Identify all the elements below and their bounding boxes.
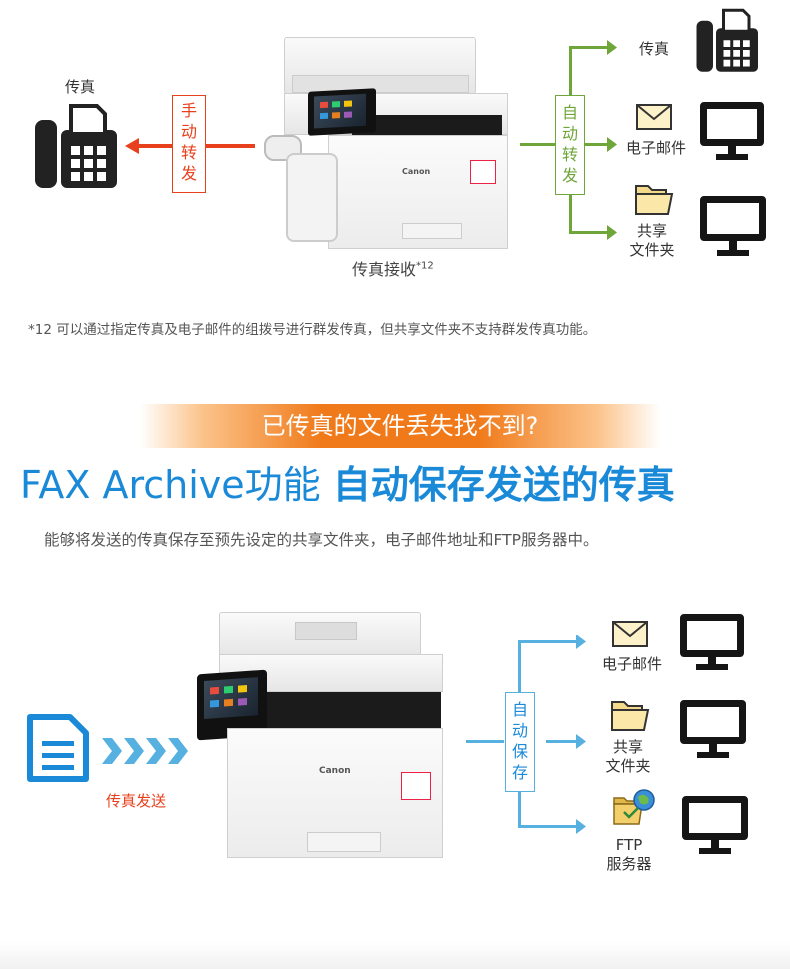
printer-image-top: Canon (262, 35, 508, 250)
folder-icon (611, 701, 650, 731)
envelope-icon (612, 621, 648, 647)
printer-caption-top: 传真接收*12 (352, 260, 434, 279)
dest-share-label-2: 共享 文件夹 (605, 738, 651, 775)
manual-forward-box: 手 动 转 发 (172, 95, 206, 193)
document-icon (27, 714, 89, 782)
folder-icon (635, 185, 674, 215)
dest-share-label: 共享 文件夹 (629, 222, 675, 259)
monitor-icon (700, 196, 766, 256)
monitor-icon (680, 614, 744, 670)
auto-forward-box: 自 动 转 发 (555, 95, 585, 195)
printer-image-bottom: Canon (195, 612, 445, 858)
dest-email-label-2: 电子邮件 (601, 655, 662, 673)
monitor-icon (682, 796, 748, 854)
printer-brand-top: Canon (402, 167, 431, 176)
printer-brand-bottom: Canon (319, 766, 351, 776)
banner-bar (140, 404, 660, 448)
bottom-divider (0, 942, 790, 969)
fax-machine-icon-dest (696, 8, 758, 72)
auto-save-box: 自 动 保 存 (505, 692, 535, 792)
footnote: *12 可以通过指定传真及电子邮件的组拨号进行群发传真，但共享文件夹不支持群发传… (28, 322, 597, 338)
fax-left-label: 传真 (64, 78, 95, 96)
banner-text: 已传真的文件丢失找不到? (261, 412, 539, 440)
archive-title-part1: FAX Archive功能 (20, 463, 321, 507)
dest-email-label: 电子邮件 (625, 139, 686, 157)
send-label: 传真发送 (106, 792, 167, 810)
monitor-icon (700, 102, 764, 160)
monitor-icon (680, 700, 746, 758)
archive-title-part2: 自动保存发送的传真 (332, 463, 675, 507)
archive-title: FAX Archive功能 自动保存发送的传真 (20, 458, 780, 512)
fax-machine-icon (35, 104, 117, 188)
archive-subtitle: 能够将发送的传真保存至预先设定的共享文件夹，电子邮件地址和FTP服务器中。 (44, 531, 599, 549)
ftp-server-icon (613, 789, 655, 825)
envelope-icon (636, 104, 672, 130)
dest-fax-label: 传真 (638, 40, 669, 58)
dest-ftp-label: FTP 服务器 (606, 836, 652, 873)
send-chevrons (102, 738, 188, 764)
